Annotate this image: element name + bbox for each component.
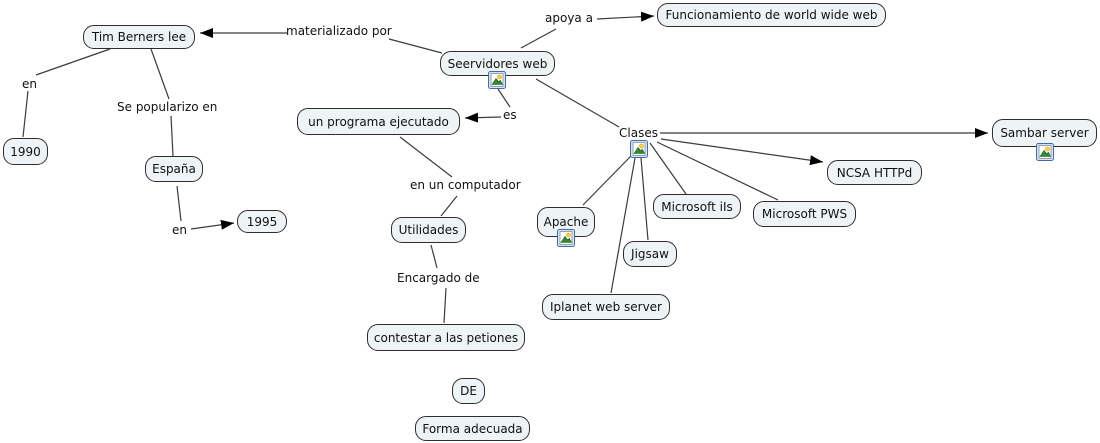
concept-node-espana[interactable]: España	[145, 156, 203, 182]
linking-phrase-en-1995[interactable]: en	[172, 223, 187, 237]
image-resource-icon[interactable]	[1036, 143, 1054, 161]
concept-node-microsoft-pws[interactable]: Microsoft PWS	[753, 201, 856, 227]
connector-line	[497, 88, 511, 108]
image-resource-icon[interactable]	[557, 229, 575, 247]
connector-line	[388, 38, 443, 54]
concept-node-year-1990[interactable]: 1990	[3, 138, 48, 165]
connector-arrow-line	[464, 112, 502, 123]
concept-node-de[interactable]: DE	[452, 378, 485, 404]
connector-arrow-line	[660, 138, 824, 166]
connector-line	[22, 90, 29, 138]
connector-line	[35, 48, 111, 76]
connector-line	[176, 185, 182, 222]
image-resource-icon[interactable]	[488, 71, 506, 89]
concept-node-utilidades[interactable]: Utilidades	[391, 217, 466, 243]
connector-line	[610, 157, 636, 294]
linking-phrase-en-un-computador[interactable]: en un computador	[410, 178, 521, 192]
connector-arrow-line	[596, 11, 655, 22]
concept-node-funcionamiento-www[interactable]: Funcionamiento de world wide web	[657, 3, 886, 27]
concept-node-ncsa-httpd[interactable]: NCSA HTTPd	[827, 160, 922, 185]
connector-line	[535, 78, 620, 128]
concept-node-apache[interactable]: Apache	[537, 207, 595, 237]
linking-phrase-es[interactable]: es	[503, 108, 517, 122]
connector-arrow-line	[190, 219, 235, 230]
connector-line	[430, 244, 438, 269]
connector-line	[649, 142, 687, 195]
concept-node-year-1995[interactable]: 1995	[237, 210, 287, 233]
concept-node-clases[interactable]: Clases	[619, 126, 658, 140]
concept-node-un-programa-ejecutado[interactable]: un programa ejecutado	[297, 108, 460, 135]
connector-line	[640, 157, 649, 241]
connector-line	[399, 136, 453, 178]
linking-phrase-materializado-por[interactable]: materializado por	[286, 24, 392, 38]
linking-phrase-en-1990[interactable]: en	[22, 77, 37, 91]
concept-node-contestar-peticiones[interactable]: contestar a las petiones	[367, 324, 525, 351]
linking-phrase-se-popularizo-en[interactable]: Se popularizo en	[117, 100, 218, 114]
connector-line	[656, 141, 779, 201]
connector-line	[520, 28, 557, 49]
linking-phrase-apoya-a[interactable]: apoya a	[545, 11, 593, 25]
concept-node-seervidores-web[interactable]: Seervidores web	[440, 51, 555, 76]
image-resource-icon[interactable]	[630, 140, 648, 158]
concept-node-sambar-server[interactable]: Sambar server	[992, 119, 1097, 147]
concept-node-iplanet-web-server[interactable]: Iplanet web server	[542, 294, 670, 320]
concept-node-forma-adecuada[interactable]: Forma adecuada	[415, 416, 530, 441]
connector-line	[440, 195, 458, 217]
concept-node-microsoft-iis[interactable]: Microsoft iIs	[653, 194, 741, 219]
connector-line	[170, 115, 174, 157]
concept-node-jigsaw[interactable]: Jigsaw	[623, 241, 677, 267]
concept-node-tim-berners-lee[interactable]: Tim Berners lee	[83, 25, 195, 49]
linking-phrase-encargado-de[interactable]: Encargado de	[397, 271, 480, 285]
connector-line	[582, 155, 632, 206]
connector-line	[443, 287, 447, 324]
connector-line	[150, 48, 170, 100]
